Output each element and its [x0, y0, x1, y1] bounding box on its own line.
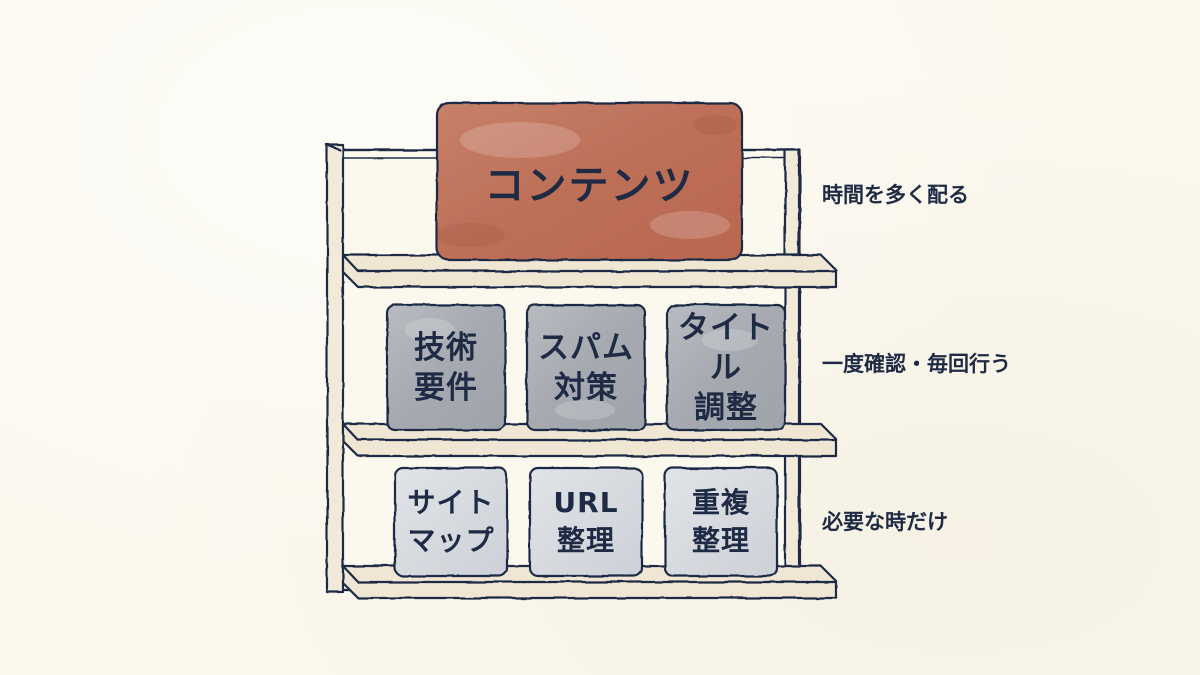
bottom-box-3-label: 重複 整理 — [691, 486, 750, 557]
middle-box-1 — [385, 303, 507, 432]
middle-box-2-label: スパム 対策 — [538, 329, 634, 406]
middle-box-2-label-wrap: スパム 対策 — [527, 305, 645, 430]
bottom-box-2-label-wrap: URL 整理 — [530, 468, 642, 576]
top-content-box — [435, 101, 744, 262]
bottom-box-1 — [393, 466, 509, 578]
middle-box-3-label: タイトル 調整 — [678, 309, 774, 426]
middle-box-1-label-wrap: 技術 要件 — [387, 305, 505, 430]
middle-shelf-board — [341, 422, 838, 458]
middle-box-1-label: 技術 要件 — [414, 329, 478, 406]
middle-box-2 — [525, 303, 647, 432]
bottom-box-3 — [663, 466, 779, 578]
top-shelf-board — [341, 253, 838, 289]
bottom-box-1-label-wrap: サイト マップ — [395, 468, 507, 576]
bottom-box-2-label: URL 整理 — [553, 486, 619, 557]
bottom-box-2 — [528, 466, 644, 578]
middle-box-3-label-wrap: タイトル 調整 — [667, 305, 785, 430]
middle-box-3 — [665, 303, 787, 432]
side-label-bottom: 必要な時だけ — [822, 510, 948, 534]
top-box-label-wrap: コンテンツ — [437, 103, 742, 260]
bottom-box-3-label-wrap: 重複 整理 — [665, 468, 777, 576]
side-label-top: 時間を多く配る — [822, 183, 969, 207]
bottom-box-1-label: サイト マップ — [407, 486, 495, 557]
side-label-middle: 一度確認・毎回行う — [822, 352, 1011, 376]
top-box-label: コンテンツ — [484, 162, 695, 209]
